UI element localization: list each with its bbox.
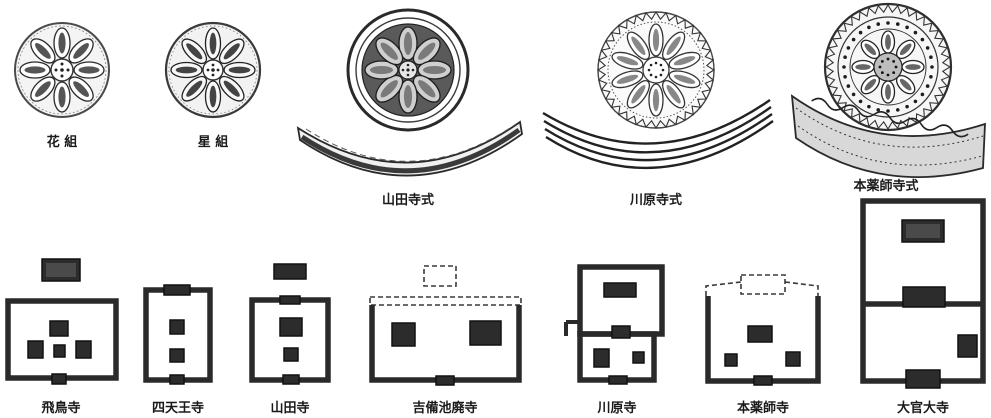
asukadera-label: 飛鳥寺 [40, 400, 80, 416]
hana-gumi-label: 花 組 [47, 134, 78, 150]
yamadadera-label: 山田寺 [270, 400, 309, 416]
hoshi-gumi-label: 星 組 [198, 134, 229, 150]
yamadadera-layout-plan [249, 263, 331, 385]
motoyakushiji-shiki-label: 本薬師寺式 [853, 178, 918, 194]
hana-gumi-tile-drawing [14, 22, 110, 118]
kibiikehaiji-layout-plan [369, 265, 522, 386]
hoshi-gumi-tile-drawing [164, 21, 262, 119]
motoyakushiji-shiki-tile-drawing [790, 2, 986, 179]
daikandaiji-layout-plan [860, 198, 986, 389]
motoyakushiji-layout-plan [705, 274, 821, 386]
shitennoji-label: 四天王寺 [152, 400, 204, 416]
kawaradera-label: 川原寺 [596, 400, 636, 416]
yamadadera-shiki-tile-drawing [296, 8, 523, 177]
motoyakushiji-label: 本薬師寺 [737, 400, 789, 416]
kawaradera-shiki-label: 川原寺式 [629, 192, 682, 208]
asukadera-layout-plan [5, 258, 119, 385]
kawaradera-layout-plan [564, 264, 665, 385]
yamadadera-shiki-label: 山田寺式 [382, 192, 434, 208]
kawaradera-shiki-tile-drawing [542, 10, 774, 170]
shitennoji-layout-plan [143, 284, 213, 385]
kibiikehaiji-label: 吉備池廃寺 [412, 400, 477, 416]
daikandaiji-label: 大官大寺 [897, 400, 949, 416]
